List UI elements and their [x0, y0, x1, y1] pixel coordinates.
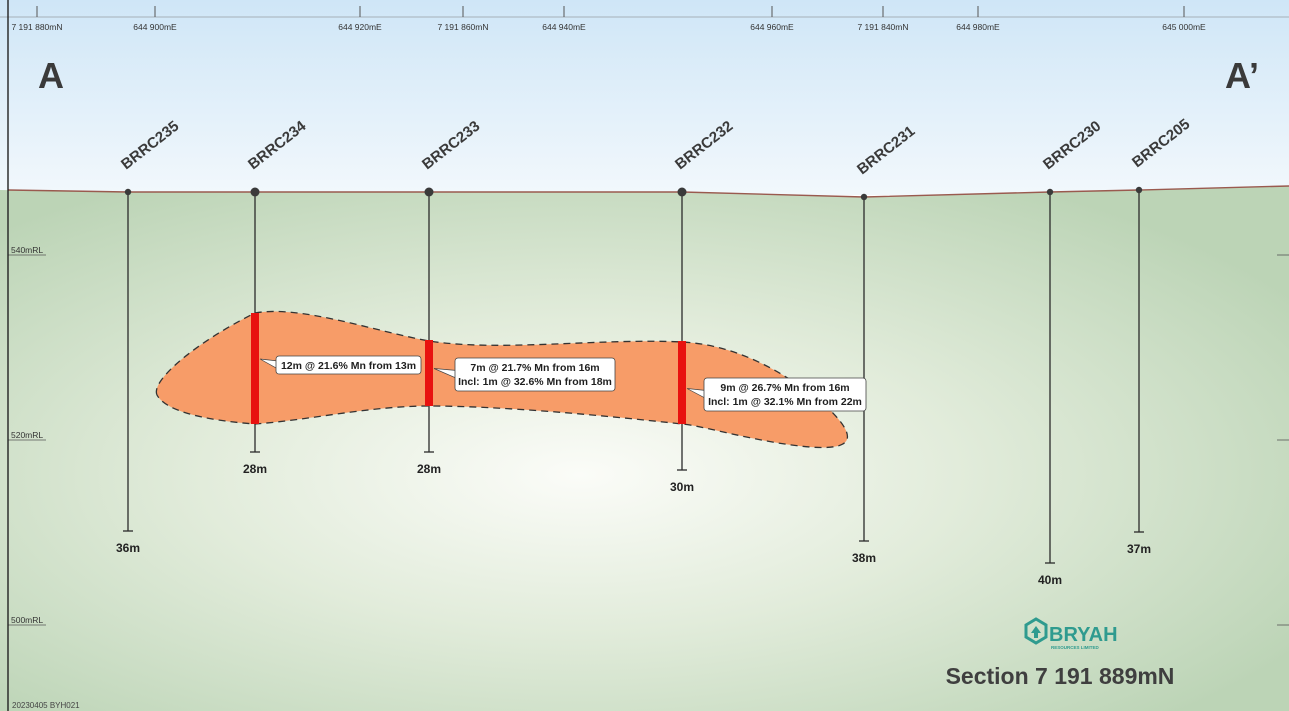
mineralised-interval [678, 341, 686, 424]
top-grid-labels: 7 191 880mN 644 900mE 644 920mE 7 191 860mN… [0, 6, 1289, 32]
drill-hole-depth: 30m [670, 480, 694, 494]
callout-text: 12m @ 21.6% Mn from 13m [281, 360, 416, 372]
top-grid-label: 644 980mE [956, 22, 1000, 32]
intercept-callout: 12m @ 21.6% Mn from 13m [251, 313, 422, 424]
callout-text: 9m @ 26.7% Mn from 16m [720, 382, 849, 394]
drill-hole-depth: 38m [852, 551, 876, 565]
logo-subtitle: RESOURCES LIMITED [1051, 645, 1100, 650]
drill-hole-depth: 40m [1038, 573, 1062, 587]
footer-code: 20230405 BYH021 [12, 701, 80, 710]
sky-background [0, 0, 1289, 195]
section-title: Section 7 191 889mN [946, 663, 1175, 689]
callout-box [275, 355, 422, 375]
top-grid-label: 7 191 840mN [857, 22, 908, 32]
callout-text: Incl: 1m @ 32.1% Mn from 22m [708, 396, 862, 408]
rl-label: 540mRL [11, 245, 43, 255]
callout-box [703, 377, 867, 412]
top-grid-label: 644 920mE [338, 22, 382, 32]
rl-label: 500mRL [11, 615, 43, 625]
mineralised-interval [251, 313, 259, 424]
logo-name: BRYAH [1049, 624, 1118, 646]
drill-hole-depth: 37m [1127, 542, 1151, 556]
top-grid-label: 7 191 880mN [11, 22, 62, 32]
top-grid-label: 7 191 860mN [437, 22, 488, 32]
company-logo: BRYAH RESOURCES LIMITED [1024, 617, 1118, 650]
top-grid-label: 645 000mE [1162, 22, 1206, 32]
callout-text: Incl: 1m @ 32.6% Mn from 18m [458, 376, 612, 388]
drill-hole-collar [1135, 186, 1143, 194]
drill-hole-collar [424, 187, 434, 197]
mineralised-interval [425, 340, 433, 406]
drill-hole-depth: 28m [417, 462, 441, 476]
drill-hole-collar [860, 193, 868, 201]
drill-hole-collar [1046, 188, 1054, 196]
drill-hole-collar [124, 188, 132, 196]
section-marker-right: A’ [1225, 55, 1259, 96]
top-grid-label: 644 960mE [750, 22, 794, 32]
rl-grid-labels: 540mRL 520mRL 500mRL [8, 245, 1289, 626]
callout-box [454, 357, 616, 392]
section-marker-left: A [38, 55, 64, 96]
drill-hole-collar [677, 187, 687, 197]
callout-text: 7m @ 21.7% Mn from 16m [470, 362, 599, 374]
drill-hole-depth: 36m [116, 541, 140, 555]
rl-label: 520mRL [11, 430, 43, 440]
drill-hole-depth: 28m [243, 462, 267, 476]
top-grid-label: 644 940mE [542, 22, 586, 32]
top-grid-label: 644 900mE [133, 22, 177, 32]
logo-hexagon-icon [1024, 617, 1048, 645]
intercept-callouts: 12m @ 21.6% Mn from 13m 7m @ 21.7% Mn fro… [251, 313, 867, 424]
logo-arrow-icon [1031, 626, 1041, 638]
drill-hole-collar [250, 187, 260, 197]
